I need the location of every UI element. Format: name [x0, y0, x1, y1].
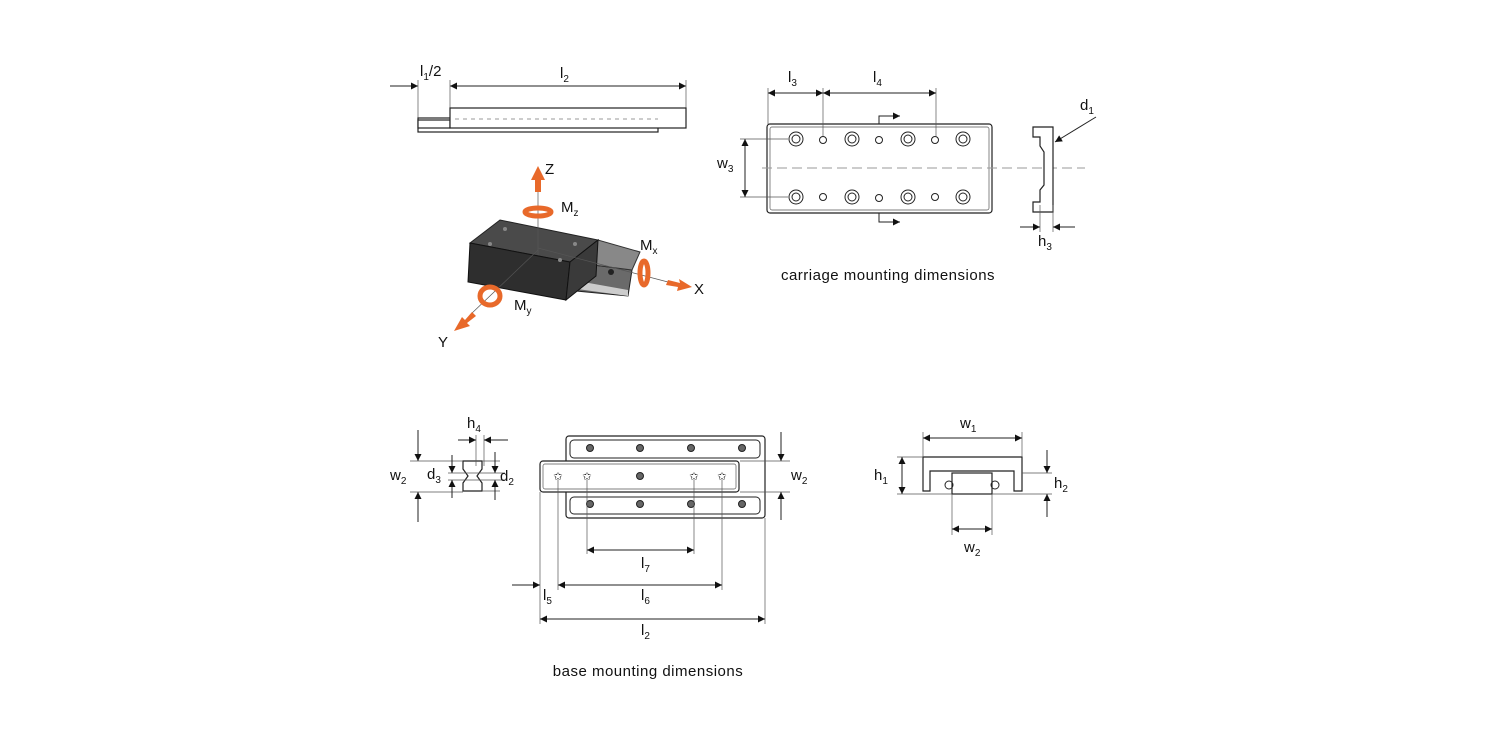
axes: Z X Y Mz Mx My [438, 161, 704, 351]
svg-text:✩: ✩ [689, 471, 698, 483]
isometric-carriage-illustration [467, 219, 641, 302]
w2-left-label: w2 [389, 467, 407, 487]
svg-text:✩: ✩ [553, 471, 562, 483]
carriage [449, 107, 687, 129]
y-label: Y [438, 334, 448, 351]
star-hole-icons: ✩ ✩ ✩ ✩ [553, 471, 726, 483]
carriage-caption: carriage mounting dimensions [781, 267, 995, 284]
svg-text:✩: ✩ [717, 471, 726, 483]
svg-text:✩: ✩ [582, 471, 591, 483]
w1-label: w1 [959, 415, 977, 435]
mx-moment-icon [637, 258, 651, 288]
l1-half-label: l1/2 [420, 63, 441, 83]
d1-label: d1 [1080, 97, 1094, 117]
base-caption: base mounting dimensions [553, 663, 743, 680]
carriage-mounting-drawing: l3 l4 w3 d1 h3 carriage mounting dimensi… [716, 69, 1097, 284]
h1-label: h1 [874, 467, 888, 487]
x-arrow-icon [666, 279, 692, 291]
l7-label: l7 [641, 555, 650, 575]
w2-section-label: w2 [963, 539, 981, 559]
mx-label: Mx [640, 237, 658, 257]
cross-section-drawing: w1 h1 h2 w2 [874, 415, 1068, 559]
z-arrow-icon [531, 166, 545, 192]
w3-label: w3 [716, 155, 734, 175]
x-label: X [694, 281, 704, 298]
section-arrow-bottom [878, 213, 900, 226]
mz-moment-icon [522, 205, 554, 219]
stroke-side-view: l1/2 l2 [390, 63, 687, 133]
w2-base-label: w2 [790, 467, 808, 487]
mz-label: Mz [561, 199, 579, 219]
h2-label: h2 [1054, 475, 1068, 495]
base-mounting-drawing: ✩ ✩ ✩ ✩ l7 l5 l6 l2 w2 base mounting dimens… [512, 432, 808, 680]
l5-label: l5 [543, 587, 552, 607]
section-arrow-top [878, 112, 900, 124]
d2-label: d2 [500, 468, 514, 488]
d3-label: d3 [427, 466, 441, 486]
h3-label: h3 [1038, 233, 1052, 253]
l3-label: l3 [788, 69, 797, 89]
my-label: My [514, 297, 532, 317]
l6-label: l6 [641, 587, 650, 607]
y-arrow-icon [454, 312, 476, 331]
my-moment-icon [477, 284, 503, 308]
l2-base-label: l2 [641, 622, 650, 642]
rail-end-profile: w2 d3 d2 h4 [389, 415, 514, 522]
l2-top-label: l2 [560, 65, 569, 85]
h4-label: h4 [467, 415, 481, 435]
d1-leader [1054, 116, 1097, 143]
carriage-section-profile [1032, 126, 1054, 213]
l4-label: l4 [873, 69, 882, 89]
z-label: Z [545, 161, 554, 178]
